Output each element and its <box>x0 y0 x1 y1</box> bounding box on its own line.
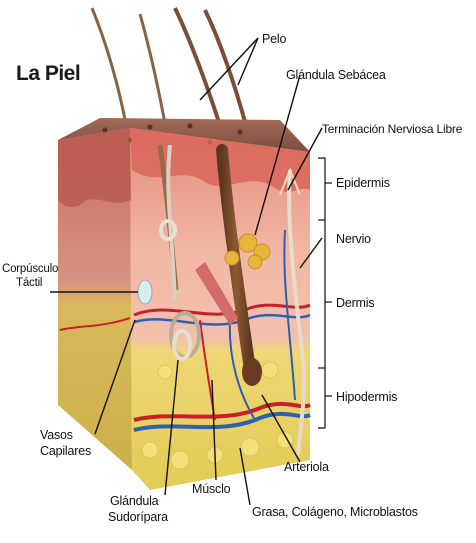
label-musculo: Músclo <box>192 482 230 496</box>
label-vasos-line1: Vasos <box>40 428 73 442</box>
label-arteriola: Arteriola <box>284 460 329 474</box>
label-glandula-sud-line2: Sudorípara <box>108 510 168 524</box>
label-glandula-sebacea: Glándula Sebácea <box>286 68 386 82</box>
label-epidermis: Epidermis <box>336 176 390 190</box>
label-dermis: Dermis <box>336 296 374 310</box>
layer-bracket <box>318 158 332 428</box>
label-corpusculo-line1: Corpúsculo <box>2 262 58 276</box>
label-grasa: Grasa, Colágeno, Microblastos <box>252 505 418 519</box>
label-terminacion-nerviosa: Terminación Nerviosa Libre <box>322 122 462 136</box>
label-hipodermis: Hipodermis <box>336 390 397 404</box>
label-vasos-line2: Capilares <box>40 444 91 458</box>
label-corpusculo-line2: Táctil <box>16 276 42 290</box>
label-glandula-sud-line1: Glándula <box>110 494 158 508</box>
label-nervio: Nervio <box>336 232 371 246</box>
tactile-corpuscle <box>138 280 152 304</box>
label-pelo: Pelo <box>262 32 286 46</box>
diagram-title: La Piel <box>16 62 80 86</box>
